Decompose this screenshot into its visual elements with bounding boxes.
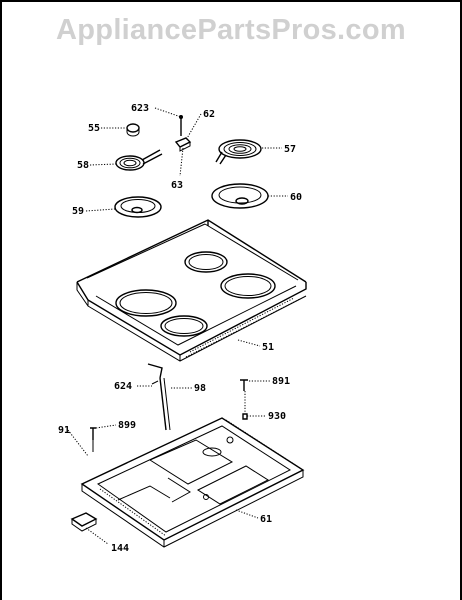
label-55: 55 xyxy=(88,123,100,134)
label-51: 51 xyxy=(262,342,274,353)
label-144: 144 xyxy=(111,543,129,554)
label-98: 98 xyxy=(194,383,206,394)
small-surface-unit xyxy=(114,123,163,218)
label-59: 59 xyxy=(72,206,84,217)
support-bracket xyxy=(147,363,171,431)
screws-right xyxy=(240,379,248,420)
label-91: 91 xyxy=(58,425,70,436)
large-surface-unit xyxy=(211,139,269,209)
label-623: 623 xyxy=(131,103,149,114)
label-624: 624 xyxy=(114,381,132,392)
page-border-left xyxy=(0,0,2,600)
label-61: 61 xyxy=(260,514,272,525)
watermark-text: AppliancePartsPros.com xyxy=(56,14,406,46)
terminal-block xyxy=(174,115,192,152)
label-930: 930 xyxy=(268,411,286,422)
burner-box-tray xyxy=(80,417,305,548)
label-60: 60 xyxy=(290,192,302,203)
main-cooktop xyxy=(76,219,307,362)
label-899: 899 xyxy=(118,420,136,431)
label-57: 57 xyxy=(284,144,296,155)
label-891: 891 xyxy=(272,376,290,387)
screws-left xyxy=(90,427,96,452)
label-58: 58 xyxy=(77,160,89,171)
page-border-top xyxy=(0,0,462,2)
label-63: 63 xyxy=(171,180,183,191)
leader-lines xyxy=(67,107,288,545)
mounting-clip xyxy=(70,512,98,532)
label-62: 62 xyxy=(203,109,215,120)
part-labels: 623 62 55 57 58 63 60 59 51 624 98 891 9… xyxy=(58,103,302,554)
page-border-right xyxy=(460,0,462,600)
